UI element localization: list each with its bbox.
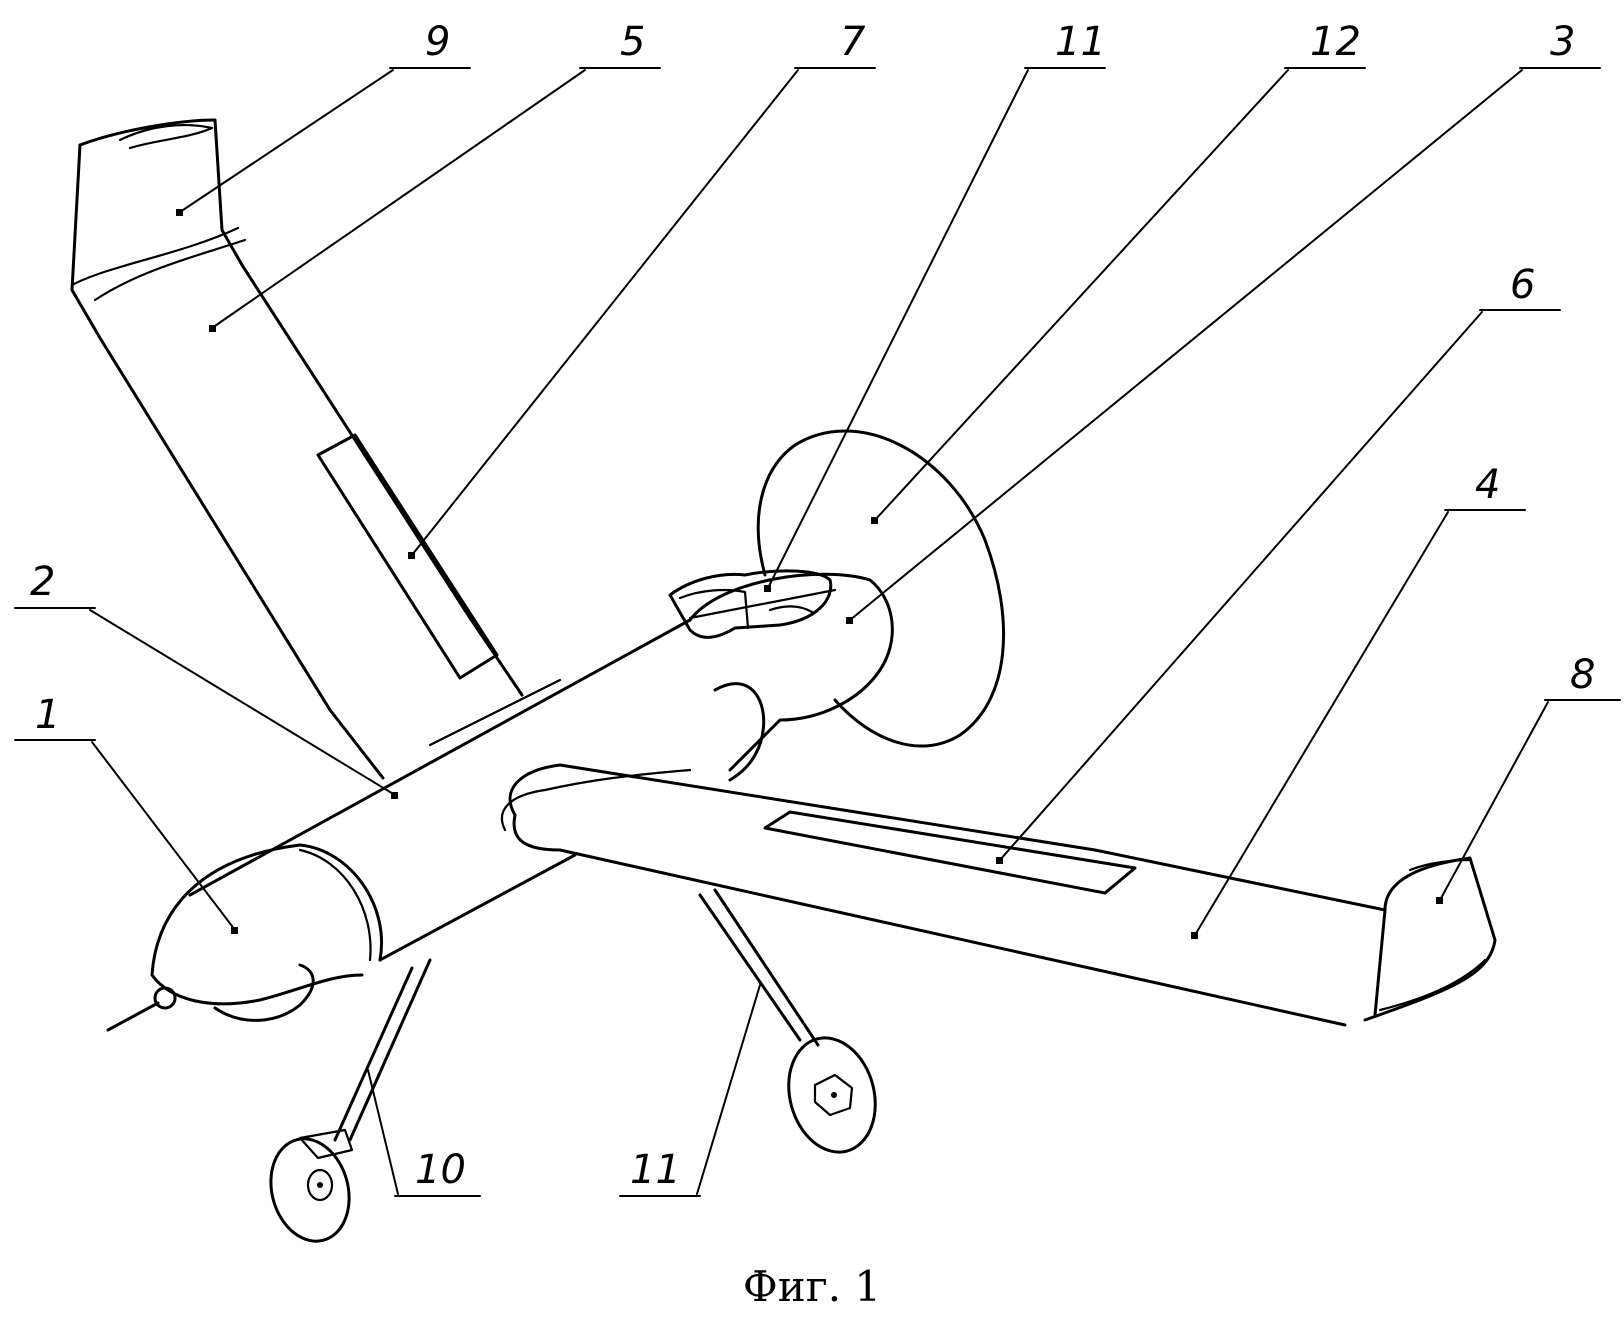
- label-9: 9: [425, 19, 450, 65]
- fuselage: [188, 572, 894, 962]
- nose-cone: [106, 843, 383, 1032]
- reference-dots: [176, 209, 1443, 939]
- label-7: 7: [840, 19, 866, 65]
- right-wing: [500, 763, 1387, 1027]
- label-10: 10: [415, 1147, 466, 1193]
- front-landing-gear: [269, 958, 432, 1243]
- label-4: 4: [1475, 462, 1500, 508]
- label-2: 2: [30, 559, 55, 605]
- label-5: 5: [620, 19, 645, 65]
- leader-lines: [14, 67, 1621, 1197]
- rear-landing-gear: [698, 888, 877, 1154]
- label-6: 6: [1510, 262, 1535, 308]
- label-8: 8: [1570, 652, 1595, 698]
- right-aileron: [763, 810, 1137, 895]
- figure-caption: Фиг. 1: [742, 1262, 882, 1311]
- left-wing: [70, 118, 524, 780]
- reference-numerals: 9 5 7 11 12 3 6 4 8 2 1 10 11: [30, 19, 1595, 1193]
- label-11-top: 11: [1055, 19, 1106, 65]
- label-12: 12: [1310, 19, 1361, 65]
- label-1: 1: [35, 692, 60, 738]
- label-3: 3: [1550, 19, 1575, 65]
- label-11-bottom: 11: [630, 1147, 681, 1193]
- left-aileron: [316, 433, 499, 680]
- engine-intake: [668, 569, 833, 639]
- right-winglet: [1363, 856, 1497, 1022]
- propeller-disc: [756, 429, 1005, 748]
